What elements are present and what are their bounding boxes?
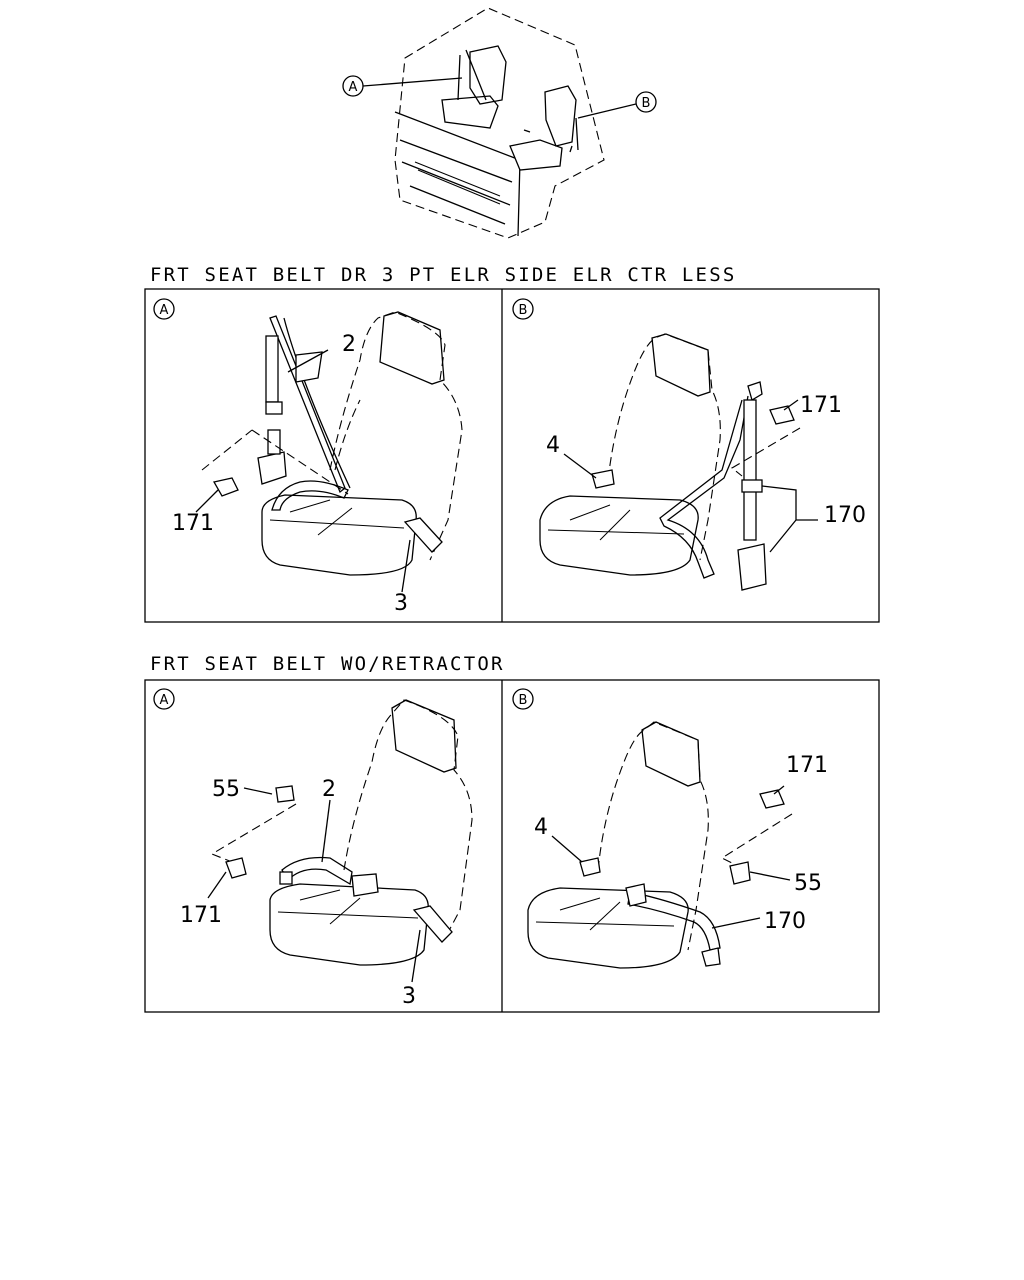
s1b-tag: B (519, 303, 528, 318)
s2b-tag: B (519, 693, 528, 708)
callout-a-label: A (349, 80, 358, 95)
s1b-part-4: 4 (546, 433, 560, 458)
s1-panel-b: B 171 4 170 (512, 298, 866, 591)
s2a-part-3: 3 (402, 984, 416, 1009)
callout-b-overview: B (577, 91, 657, 119)
s2a-tag: A (160, 693, 169, 708)
s1a-part-3: 3 (394, 591, 408, 616)
section-2-title: FRT SEAT BELT WO/RETRACTOR (150, 653, 505, 675)
s1a-tag: A (160, 303, 169, 318)
s1a-part-2: 2 (342, 332, 356, 357)
s2b-part-171: 171 (786, 753, 828, 778)
section-1-title: FRT SEAT BELT DR 3 PT ELR SIDE ELR CTR L… (150, 264, 736, 286)
s2a-part-171: 171 (180, 903, 222, 928)
s2a-part-2: 2 (322, 777, 336, 802)
s2b-part-4: 4 (534, 815, 548, 840)
s1b-part-170: 170 (824, 503, 866, 528)
s2b-part-55: 55 (794, 871, 822, 896)
s2-panel-b: B 171 4 55 170 (512, 688, 828, 969)
s1a-part-171: 171 (172, 511, 214, 536)
s2b-part-170: 170 (764, 909, 806, 934)
callout-a-overview: A (342, 75, 463, 97)
section-1-frame (144, 288, 880, 623)
s1-panel-a: A 2 171 3 (153, 298, 463, 616)
callout-b-label: B (642, 96, 651, 111)
section-2-frame (144, 679, 880, 1013)
s1b-part-171: 171 (800, 393, 842, 418)
s2a-part-55: 55 (212, 777, 240, 802)
s2-panel-a: A 55 2 171 3 (153, 688, 473, 1009)
cab-overview (394, 7, 605, 239)
